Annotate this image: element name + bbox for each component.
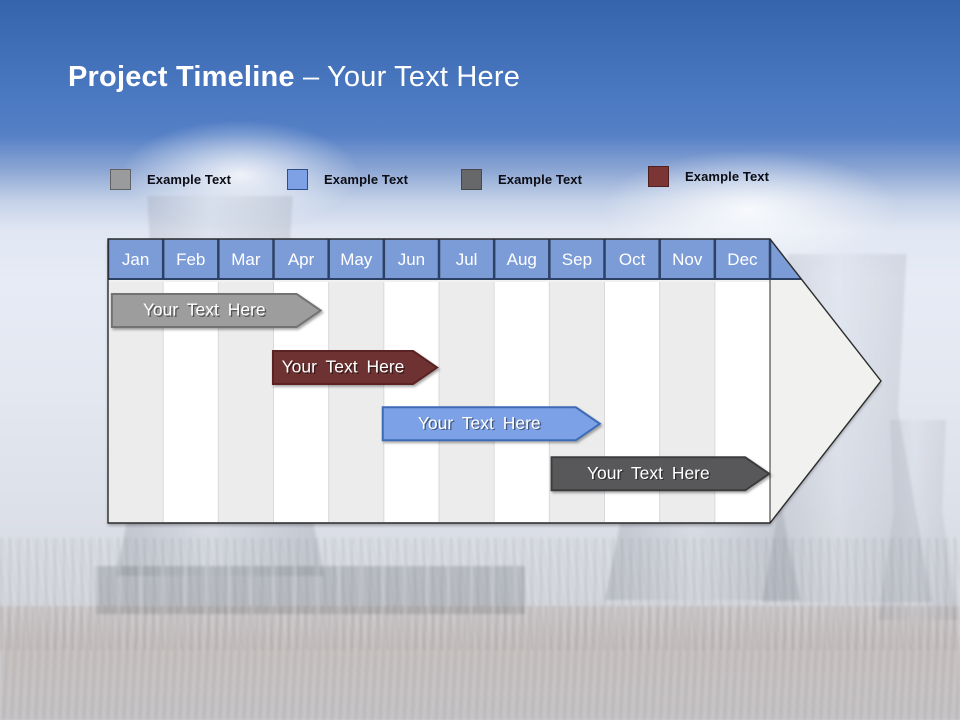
month-label-jan: Jan xyxy=(122,250,149,269)
legend-item: Example Text xyxy=(110,169,231,190)
slide-title: Project Timeline – Your Text Here xyxy=(68,61,520,94)
timeline-bar-label: Your Text Here xyxy=(587,463,710,483)
timeline-bar-label-shadow: Your Text Here xyxy=(588,464,711,484)
steam-plume xyxy=(120,120,360,230)
month-column xyxy=(383,282,439,522)
month-column xyxy=(494,282,550,522)
timeline-arrow-outline xyxy=(107,238,882,524)
timeline-bar xyxy=(550,456,771,492)
month-label-aug: Aug xyxy=(507,250,537,269)
timeline-bar xyxy=(110,293,323,328)
industrial-building xyxy=(95,566,525,614)
legend-label: Example Text xyxy=(324,172,409,187)
legend-item: Example Text xyxy=(648,166,769,187)
month-column xyxy=(439,282,495,522)
month-label-jul: Jul xyxy=(456,250,478,269)
timeline-bar-label: Your Text Here xyxy=(143,300,266,320)
timeline-bar-label: Your Text Here xyxy=(282,357,405,377)
timeline-bar-label: Your Text Here xyxy=(418,413,541,433)
month-label-feb: Feb xyxy=(176,250,205,269)
month-label-jun: Jun xyxy=(398,250,425,269)
month-label-apr: Apr xyxy=(288,250,315,269)
title-primary: Project Timeline xyxy=(68,61,295,93)
timeline-bar-label-shadow: Your Text Here xyxy=(419,414,542,434)
month-label-oct: Oct xyxy=(619,250,646,269)
month-column xyxy=(328,282,384,522)
legend-item: Example Text xyxy=(287,169,408,190)
month-label-may: May xyxy=(340,250,373,269)
legend-item: Example Text xyxy=(461,169,582,190)
legend-label: Example Text xyxy=(498,172,583,187)
legend-swatch xyxy=(287,169,308,190)
title-separator: – xyxy=(302,61,320,93)
timeline-bar-label-shadow: Your Text Here xyxy=(144,301,267,321)
timeline-bar-label-shadow: Your Text Here xyxy=(283,358,406,378)
legend-swatch xyxy=(648,166,669,187)
legend-label: Example Text xyxy=(147,172,232,187)
title-secondary: Your Text Here xyxy=(327,61,521,93)
brush-field xyxy=(0,606,960,720)
month-label-dec: Dec xyxy=(727,250,758,269)
tree-line xyxy=(0,538,960,650)
timeline-bar xyxy=(381,406,602,442)
legend-swatch xyxy=(461,169,482,190)
month-label-nov: Nov xyxy=(672,250,703,269)
timeline-bar xyxy=(271,350,439,385)
legend-swatch xyxy=(110,169,131,190)
legend-label: Example Text xyxy=(685,169,770,184)
month-label-sep: Sep xyxy=(562,250,592,269)
month-label-mar: Mar xyxy=(231,250,261,269)
